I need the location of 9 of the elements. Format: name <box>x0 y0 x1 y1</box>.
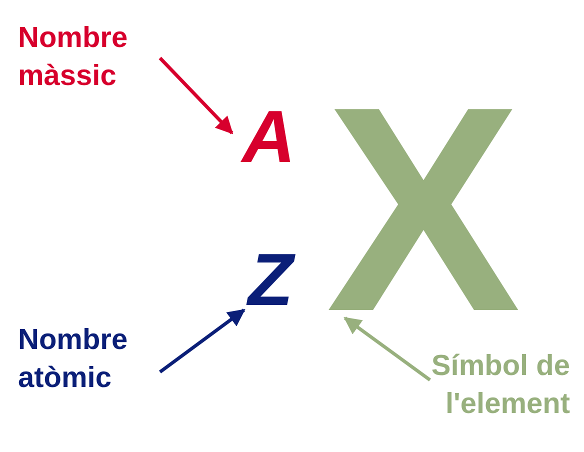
arrow <box>344 316 432 382</box>
label-text: Nombre atòmic <box>18 322 148 398</box>
label-text: Nombre màssic <box>18 20 143 96</box>
arrow <box>158 56 234 134</box>
arrow <box>158 308 246 374</box>
symbol-letter: X <box>326 85 536 334</box>
symbol-letter: Z <box>248 243 314 317</box>
label-text: Símbol de l'element <box>400 348 570 424</box>
symbol-letter: A <box>242 100 308 174</box>
